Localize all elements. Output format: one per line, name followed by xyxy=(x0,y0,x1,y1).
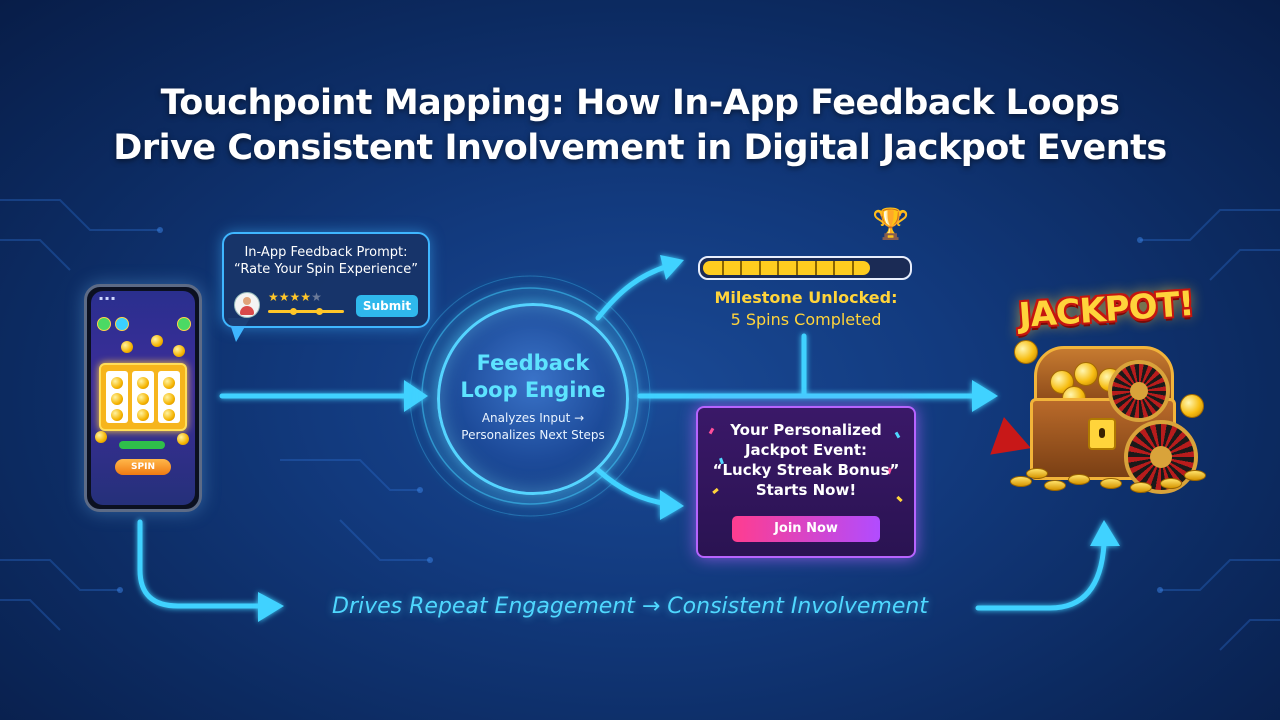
event-line-3: “Lucky Streak Bonus” xyxy=(712,461,900,479)
prompt-line-1: In-App Feedback Prompt: xyxy=(244,245,408,260)
arrowhead-event xyxy=(660,490,684,520)
arrow-phone-to-bottom xyxy=(137,519,265,609)
game-coin-icon[interactable] xyxy=(115,317,129,331)
feedback-prompt: In-App Feedback Prompt: “Rate Your Spin … xyxy=(222,232,430,328)
coin-icon xyxy=(151,335,163,347)
personalized-event-card: Your Personalized Jackpot Event: “Lucky … xyxy=(696,406,916,558)
star-rating[interactable]: ★★★★★ xyxy=(268,290,322,304)
arrowhead-engine xyxy=(404,380,428,412)
milestone-detail: 5 Spins Completed xyxy=(730,310,882,329)
coin-icon xyxy=(95,431,107,443)
engine-sub-line-1: Analyzes Input → xyxy=(481,411,585,425)
arrowhead-milestone xyxy=(660,255,684,280)
progress-segment-divider xyxy=(851,261,854,275)
arrow-engine-to-milestone xyxy=(595,263,671,321)
status-bar: ▪ ▪ ▪ xyxy=(99,295,116,302)
engine-title-line-2: Loop Engine xyxy=(460,378,606,402)
milestone-progress-bar xyxy=(698,256,912,280)
trophy-icon: 🏆 xyxy=(872,207,910,242)
progress-fill xyxy=(703,261,871,275)
progress-segment-divider xyxy=(758,261,761,275)
event-text: Your Personalized Jackpot Event: “Lucky … xyxy=(698,420,914,500)
progress-segment-divider xyxy=(795,261,798,275)
engine-title: Feedback Loop Engine xyxy=(440,350,626,404)
win-meter xyxy=(119,441,165,449)
lock-icon xyxy=(1088,418,1116,450)
join-now-button[interactable]: Join Now xyxy=(732,516,880,542)
star-filled-icon[interactable]: ★ xyxy=(289,290,301,304)
engine-title-line-1: Feedback xyxy=(476,351,590,375)
game-menu-icon[interactable] xyxy=(97,317,111,331)
title-line-2: Drive Consistent Involvement in Digital … xyxy=(113,128,1167,169)
phone-device: ▪ ▪ ▪ SPIN xyxy=(84,284,202,512)
milestone-title: Milestone Unlocked: xyxy=(714,288,898,307)
submit-button[interactable]: Submit xyxy=(356,295,418,317)
slot-reel xyxy=(158,371,180,423)
engine-subtitle: Analyzes Input → Personalizes Next Steps xyxy=(440,410,626,444)
slot-reel xyxy=(106,371,128,423)
progress-segment-divider xyxy=(814,261,817,275)
progress-segment-divider xyxy=(740,261,743,275)
arrowhead-jackpot-up xyxy=(1090,520,1120,546)
progress-segment-divider xyxy=(833,261,836,275)
slot-reel xyxy=(132,371,154,423)
page-title: Touchpoint Mapping: How In-App Feedback … xyxy=(0,81,1280,171)
event-line-2: Jackpot Event: xyxy=(744,441,868,459)
engine-sub-line-2: Personalizes Next Steps xyxy=(461,428,605,442)
slot-game-screen: ▪ ▪ ▪ SPIN xyxy=(91,291,195,505)
star-filled-icon[interactable]: ★ xyxy=(278,290,290,304)
prompt-line-2: “Rate Your Spin Experience” xyxy=(234,262,418,277)
feedback-loop-engine: Feedback Loop Engine Analyzes Input → Pe… xyxy=(437,303,629,495)
slot-reels xyxy=(99,363,187,431)
progress-segment-divider xyxy=(777,261,780,275)
star-filled-icon[interactable]: ★ xyxy=(268,290,279,304)
coin-icon xyxy=(121,341,133,353)
title-line-1: Touchpoint Mapping: How In-App Feedback … xyxy=(160,83,1120,124)
bottom-flow-label: Drives Repeat Engagement → Consistent In… xyxy=(332,594,928,619)
prompt-text: In-App Feedback Prompt: “Rate Your Spin … xyxy=(224,244,428,278)
coin-icon xyxy=(177,433,189,445)
spin-button[interactable]: SPIN xyxy=(115,459,171,475)
event-line-1: Your Personalized xyxy=(730,421,882,439)
rating-slider[interactable] xyxy=(268,308,344,315)
arrow-bottom-to-jackpot xyxy=(975,541,1107,611)
arrowhead-bottom xyxy=(258,592,284,622)
star-empty-icon[interactable]: ★ xyxy=(311,290,322,304)
coin-icon xyxy=(173,345,185,357)
event-line-4: Starts Now! xyxy=(755,481,857,499)
progress-segment-divider xyxy=(721,261,724,275)
star-filled-icon[interactable]: ★ xyxy=(300,290,312,304)
game-settings-icon[interactable] xyxy=(177,317,191,331)
arrowhead-jackpot xyxy=(972,380,998,412)
avatar xyxy=(234,292,260,318)
